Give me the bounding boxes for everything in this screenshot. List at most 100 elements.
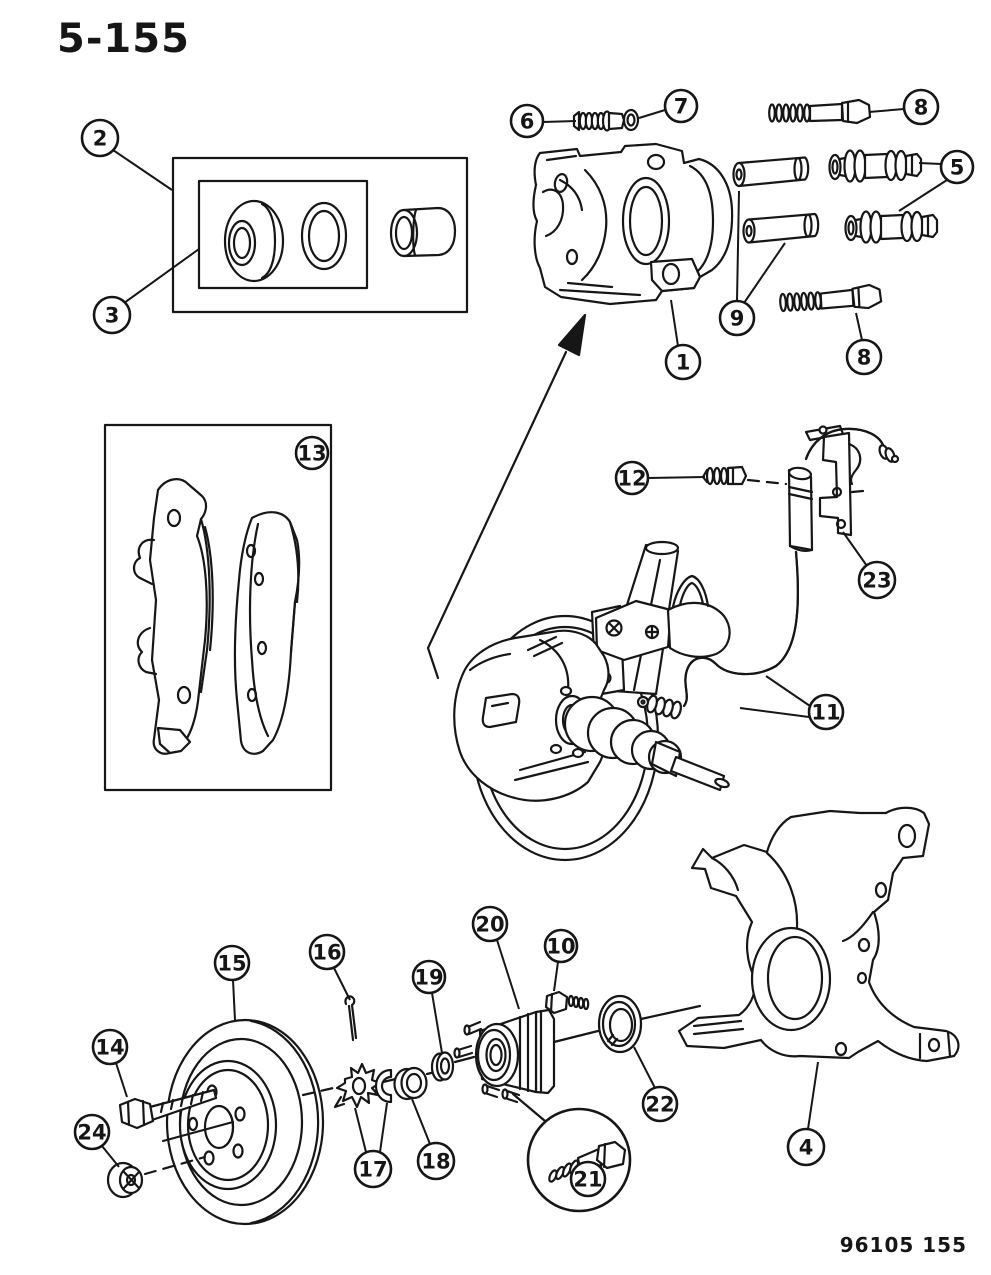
callout-leader-line [115,1062,128,1098]
callout-number: 15 [217,952,246,976]
callout-number: 12 [617,467,646,491]
callout-number: 11 [811,701,840,725]
hub-bearing-unit [453,1008,556,1104]
brake-hose-bracket-assembly [701,424,900,552]
callout-24: 24 [73,1113,120,1168]
callout-leader-line [354,1107,367,1153]
callout-3: 3 [92,248,200,335]
retainer-clip [374,1068,393,1104]
callout-number: 19 [414,966,443,990]
hose-upper-loop [804,427,900,486]
callout-circle [543,928,579,964]
callout-8: 8 [868,88,940,126]
hub-lock-ring [333,1062,382,1109]
callout-circle [664,343,702,381]
caliper-guide-pin-1 [732,156,810,188]
banjo-bolt [572,110,626,132]
callout-leader-line [670,299,679,347]
callout-leader-line [807,1061,819,1130]
callout-number: 18 [421,1150,450,1174]
callout-circle [786,1127,826,1167]
callout-leader-line [743,242,786,304]
callout-number: 2 [93,127,108,151]
callout-circle [416,1141,456,1181]
callout-13: 13 [294,435,330,471]
callout-leader-line [379,1102,388,1153]
callout-circle [614,460,650,496]
knuckle-upper-assembled [666,601,731,658]
callout-circle [353,1149,393,1189]
lug-nut [106,1161,144,1199]
brake-caliper [532,142,734,306]
callout-12: 12 [614,460,706,496]
callout-circle [663,88,699,124]
callout-number: 1 [676,351,691,375]
callout-number: 22 [645,1093,674,1117]
bracket-bolt [701,465,748,486]
callout-10: 10 [543,928,579,992]
callout-number: 6 [520,110,535,134]
callout-number: 21 [573,1168,602,1192]
callout-circle [411,959,447,995]
caliper-guide-pin-2 [742,212,820,244]
callout-circle [92,295,132,335]
callout-circle [509,103,545,139]
callout-1: 1 [664,299,702,381]
callout-19: 19 [411,959,447,1054]
callout-leader-line [333,967,351,1001]
callout-leader-line [542,120,577,123]
callout-leader-line [739,707,810,718]
callout-leader-line [431,992,443,1054]
hub-washer [430,1051,455,1082]
brake-pads-box [103,423,333,792]
callout-circle [569,1160,607,1198]
callout-leader-line [101,1145,120,1168]
callout-number: 7 [674,95,689,119]
callout-circle [308,933,346,971]
brake-pad-outer [132,478,214,755]
callout-16: 16 [308,933,351,1001]
callout-6: 6 [509,103,577,139]
callout-8: 8 [845,312,883,376]
callout-circle [807,693,845,731]
callout-circle [91,1028,129,1066]
callout-leader-line [633,1046,656,1089]
hub-bolt [544,990,590,1015]
caliper-piston [389,206,457,258]
callout-leader-line [553,961,559,992]
callout-22: 22 [633,1046,679,1123]
callout-14: 14 [91,1028,129,1098]
callout-2: 2 [80,118,173,191]
callout-leader-line [736,190,740,302]
callout-15: 15 [213,944,251,1021]
hose-fitting-cylinder [787,466,814,552]
callout-leader-line [638,109,666,119]
callout-number: 14 [95,1036,124,1060]
assembly-arrow [426,313,587,680]
callout-leader-line [496,939,520,1010]
callout-number: 9 [730,307,745,331]
callout-leader-line [868,108,905,113]
banjo-washer [622,108,640,132]
callout-number: 10 [546,935,575,959]
callout-17: 17 [353,1102,393,1189]
callout-number: 8 [857,346,872,370]
callout-18: 18 [411,1098,456,1181]
cotter-pin [344,995,358,1042]
callout-circle [845,338,883,376]
callout-number: 5 [950,156,965,180]
callout-leader-line [112,149,173,191]
caliper-bolt-top [768,98,872,125]
callout-23: 23 [842,531,897,600]
caliper-seal-kit-box [171,156,469,314]
callout-11: 11 [739,675,845,731]
callout-leader-line [647,476,706,479]
callout-number: 13 [297,442,326,466]
callout-number: 17 [358,1158,387,1182]
callout-circle [80,118,120,158]
callout-circle [939,149,975,185]
brake-pad-inner [233,511,301,755]
